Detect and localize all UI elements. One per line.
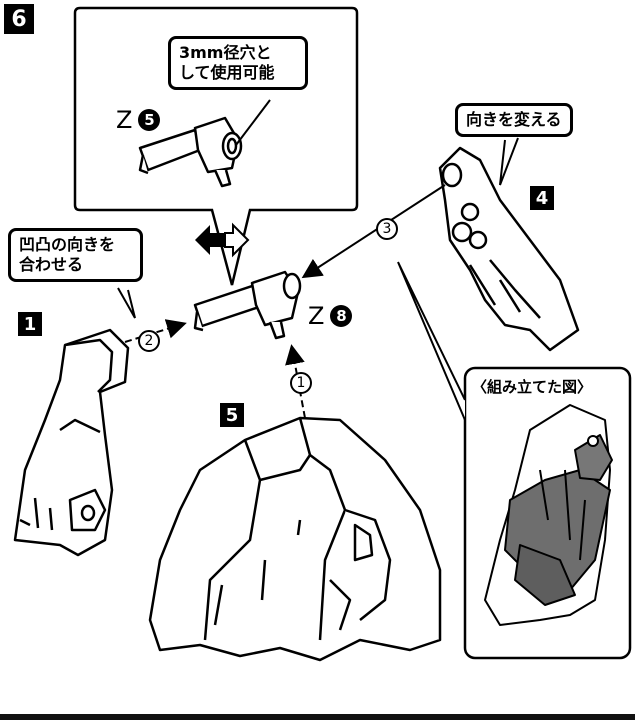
z5-label: Z 5 bbox=[116, 106, 161, 134]
align-callout-line1: 凹凸の向きを bbox=[19, 235, 116, 254]
z8-letter: Z bbox=[308, 302, 325, 330]
hole-callout-line1: 3mm径穴と bbox=[179, 43, 272, 62]
align-callout: 凹凸の向きを 合わせる bbox=[8, 228, 143, 282]
connector-z8-part bbox=[193, 270, 302, 340]
part-4-blade bbox=[438, 146, 580, 352]
step-circle-3: 3 bbox=[376, 218, 398, 240]
step-number-badge: 6 bbox=[4, 4, 34, 34]
part-label-1: 1 bbox=[18, 312, 42, 336]
hole-callout-line2: して使用可能 bbox=[179, 63, 275, 82]
z5-number: 5 bbox=[138, 109, 161, 131]
part-label-4: 4 bbox=[530, 186, 554, 210]
rotate-callout: 向きを変える bbox=[455, 103, 573, 137]
step-circle-2: 2 bbox=[138, 330, 160, 352]
part-1-arm bbox=[13, 328, 130, 557]
step-circle-1: 1 bbox=[290, 372, 312, 394]
part-label-5: 5 bbox=[220, 403, 244, 427]
arrow-step-2 bbox=[124, 319, 187, 343]
arrow-step-3 bbox=[301, 184, 446, 279]
align-callout-pointer bbox=[117, 287, 136, 319]
part-5-body bbox=[148, 416, 442, 662]
rotate-callout-pointer bbox=[499, 137, 519, 186]
hole-callout-pointer bbox=[235, 99, 271, 146]
assembled-panel-pointer bbox=[397, 261, 466, 421]
z8-number: 8 bbox=[330, 305, 353, 327]
rotate-double-arrow-icon bbox=[195, 222, 250, 258]
bottom-divider bbox=[0, 714, 635, 720]
assembled-view-figure bbox=[484, 404, 613, 626]
hole-callout: 3mm径穴と して使用可能 bbox=[168, 36, 308, 90]
z5-letter: Z bbox=[116, 106, 133, 134]
align-callout-line2: 合わせる bbox=[19, 255, 84, 274]
connector-z5-part bbox=[138, 116, 243, 188]
assembled-caption: 〈組み立てた図〉 bbox=[472, 378, 593, 396]
z8-label: Z 8 bbox=[308, 302, 353, 330]
